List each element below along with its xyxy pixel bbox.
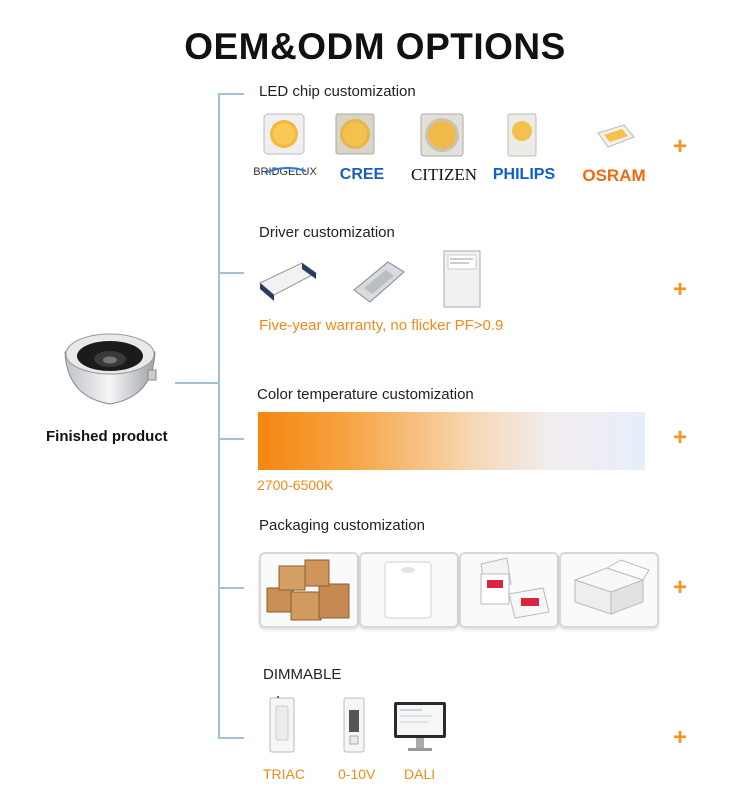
driver-note: Five-year warranty, no flicker PF>0.9 — [259, 317, 504, 334]
packaging-color-box — [459, 552, 559, 628]
dimmable-option-triac: TRIAC — [263, 766, 305, 782]
driver-section-title: Driver customization — [259, 224, 395, 241]
finished-product-label: Finished product — [46, 428, 168, 445]
triac-dimmer-image — [266, 696, 298, 754]
bridgelux-swoosh — [263, 161, 308, 174]
driver-plus-icon: + — [672, 276, 687, 303]
cree-chip — [335, 113, 375, 155]
dali-monitor-image — [392, 700, 448, 754]
philips-chip — [507, 113, 537, 157]
driver-image-1 — [256, 253, 320, 303]
color-range-label: 2700-6500K — [257, 477, 334, 493]
color-temperature-bar — [258, 412, 645, 470]
dimmable-option-dali: DALI — [404, 766, 436, 782]
packaging-cartons — [259, 552, 359, 628]
bridgelux-chip — [263, 113, 305, 155]
dimmable-option-0-10v: 0-10V — [338, 766, 376, 782]
dimmer-0-10v-image — [340, 696, 368, 754]
citizen-chip — [420, 113, 464, 157]
color-plus-icon: + — [672, 424, 687, 451]
citizen-logo: CITIZEN — [410, 165, 478, 184]
packaging-plus-icon: + — [672, 574, 687, 601]
packaging-bag — [359, 552, 459, 628]
driver-image-3 — [443, 250, 481, 308]
osram-chip — [594, 123, 636, 151]
dimmable-section-title: DIMMABLE — [263, 666, 342, 683]
led-section-title: LED chip customization — [259, 83, 416, 100]
downlight-image — [55, 322, 165, 412]
connector-vertical — [218, 93, 220, 738]
page-title: OEM&ODM OPTIONS — [184, 26, 566, 67]
connector-led — [218, 93, 244, 95]
connector-packaging — [218, 587, 244, 589]
cree-logo: CREE — [339, 166, 385, 183]
philips-logo: PHILIPS — [492, 166, 556, 183]
connector-dimmable — [218, 737, 244, 739]
packaging-section-title: Packaging customization — [259, 517, 425, 534]
dimmable-plus-icon: + — [672, 724, 687, 751]
led-plus-icon: + — [672, 133, 687, 160]
color-section-title: Color temperature customization — [257, 386, 474, 403]
connector-color — [218, 438, 244, 440]
driver-image-2 — [350, 256, 408, 306]
packaging-white-box — [559, 552, 659, 628]
osram-logo: OSRAM — [582, 166, 646, 185]
connector-product — [175, 382, 219, 384]
connector-driver — [218, 272, 244, 274]
